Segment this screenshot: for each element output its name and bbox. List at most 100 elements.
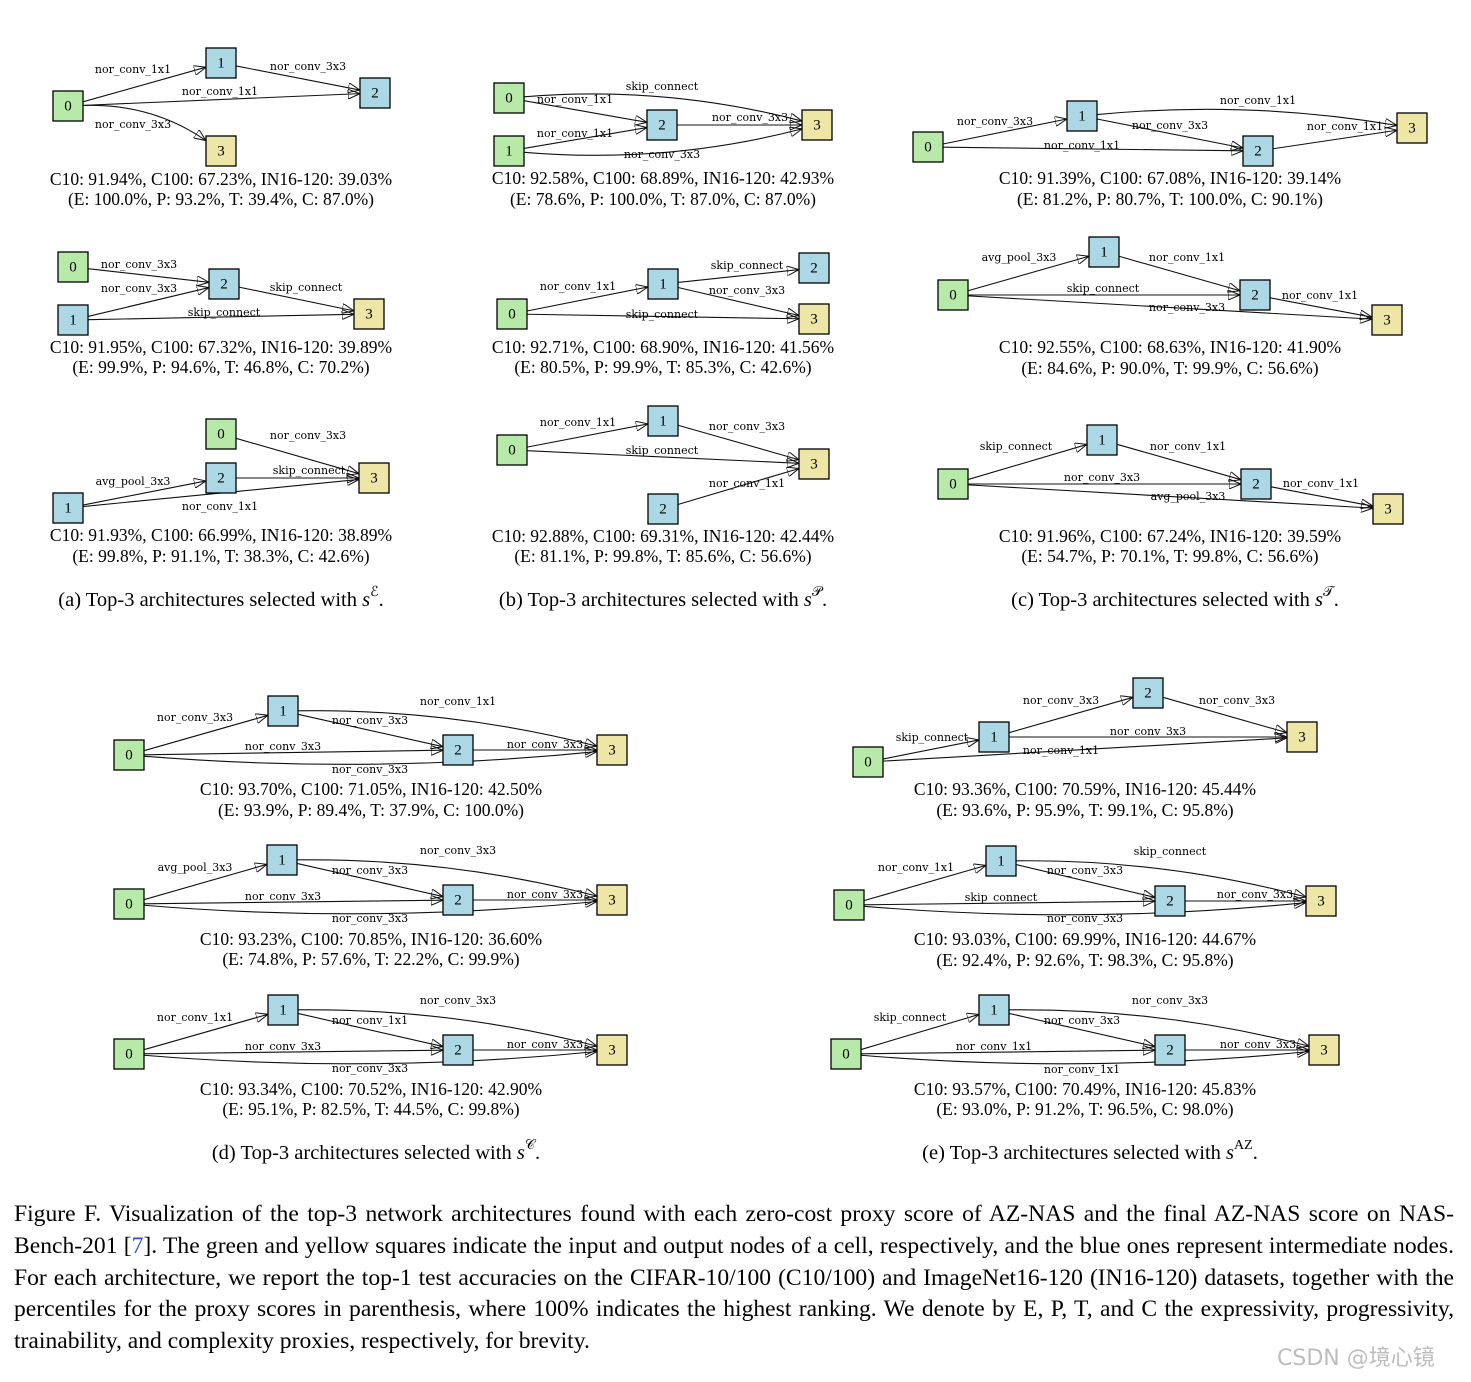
figure-caption-text: Figure F. Visualization of the top-3 net… [14, 1201, 1454, 1259]
intermediate-node [978, 721, 1010, 753]
percentile-text: (E: 81.1%, P: 99.8%, T: 85.6%, C: 56.6%) [514, 546, 811, 566]
edge-label: nor_conv_3x3 [1132, 994, 1208, 1007]
accuracy-text: C10: 91.93%, C100: 66.99%, IN16-120: 38.… [50, 525, 392, 545]
edge-arrow [967, 484, 1373, 508]
input-node [833, 889, 865, 921]
edge-arrow [1162, 696, 1287, 732]
edge-arrow [143, 1051, 597, 1065]
edge-arrow [677, 468, 799, 506]
node-label: 0 [508, 306, 516, 322]
subfigure-caption: (b) Top-3 architectures selected with s𝒫… [499, 585, 827, 610]
node-label: 2 [1251, 287, 1259, 303]
node-label: 3 [608, 1042, 616, 1058]
edge-label: nor_conv_3x3 [624, 148, 700, 161]
edge-label: nor_conv_3x3 [332, 864, 408, 877]
accuracy-text: C10: 91.94%, C100: 67.23%, IN16-120: 39.… [50, 169, 392, 189]
subfigure-caption: (d) Top-3 architectures selected with s𝒞… [212, 1138, 540, 1163]
subfigure-caption: (e) Top-3 architectures selected with sA… [922, 1138, 1258, 1163]
node-label: 3 [1384, 501, 1392, 517]
percentile-text: (E: 100.0%, P: 93.2%, T: 39.4%, C: 87.0%… [68, 189, 374, 209]
edge-arrow [87, 268, 209, 283]
edge-label: nor_conv_3x3 [507, 738, 583, 751]
node-label: 0 [125, 896, 133, 912]
node-label: 0 [125, 747, 133, 763]
node-label: 1 [279, 1002, 287, 1018]
edge-arrow [82, 67, 206, 103]
node-label: 1 [1098, 432, 1106, 448]
edge-label: nor_conv_3x3 [332, 763, 408, 776]
edge-label: nor_conv_3x3 [957, 115, 1033, 128]
subfigure-caption: (c) Top-3 architectures selected with s𝒯… [1011, 585, 1339, 610]
intermediate-node [267, 994, 299, 1026]
node-label: 0 [505, 90, 513, 106]
subfigure-caption: (a) Top-3 architectures selected with sℰ… [58, 585, 383, 610]
intermediate-node [208, 268, 240, 300]
edge-label: skip_connect [270, 281, 343, 294]
edge-label: nor_conv_1x1 [537, 127, 613, 140]
node-label: 0 [125, 1046, 133, 1062]
edge-label: nor_conv_1x1 [1149, 251, 1225, 264]
reference-link[interactable]: 7 [131, 1232, 144, 1259]
intermediate-node [52, 492, 84, 524]
node-label: 3 [1317, 893, 1325, 909]
edge-label: nor_conv_3x3 [332, 1062, 408, 1075]
intermediate-node [647, 268, 679, 300]
intermediate-node [1086, 424, 1118, 456]
edge-arrow [297, 1009, 597, 1046]
edge-arrow [967, 295, 1372, 319]
input-node [52, 90, 84, 122]
accuracy-text: C10: 92.88%, C100: 69.31%, IN16-120: 42.… [492, 526, 834, 546]
edge-label: nor_conv_3x3 [1220, 1038, 1296, 1051]
node-label: 2 [454, 742, 462, 758]
input-node [205, 418, 237, 450]
edge-label: skip_connect [965, 891, 1038, 904]
percentile-text: (E: 93.9%, P: 89.4%, T: 37.9%, C: 100.0%… [218, 800, 524, 820]
accuracy-text: C10: 93.70%, C100: 71.05%, IN16-120: 42.… [200, 779, 542, 799]
edge-arrow [967, 444, 1087, 481]
intermediate-node [442, 1034, 474, 1066]
node-label: 2 [217, 470, 225, 486]
intermediate-node [359, 77, 391, 109]
edge-label: skip_connect [896, 731, 969, 744]
input-node [937, 279, 969, 311]
node-label: 3 [608, 892, 616, 908]
edge-label: avg_pool_3x3 [96, 475, 171, 488]
edge-label: nor_conv_3x3 [1132, 119, 1208, 132]
edge-label: skip_connect [626, 308, 699, 321]
node-label: 0 [64, 98, 72, 114]
edge-arrow [235, 437, 359, 473]
node-label: 3 [1383, 312, 1391, 328]
node-label: 2 [659, 501, 667, 517]
architecture-cell: nor_conv_3x3avg_pool_3x3skip_connectnor_… [50, 418, 392, 566]
input-node [493, 135, 525, 167]
edge-arrow [677, 286, 799, 315]
edge-arrow [297, 713, 443, 746]
edge-arrow [238, 286, 354, 311]
edge-label: nor_conv_3x3 [1047, 912, 1123, 925]
node-label: 2 [1166, 1042, 1174, 1058]
intermediate-node [266, 844, 298, 876]
edge-arrow [863, 865, 986, 902]
intermediate-node [978, 994, 1010, 1026]
accuracy-text: C10: 93.03%, C100: 69.99%, IN16-120: 44.… [914, 929, 1256, 949]
edge-arrow [1096, 118, 1243, 148]
percentile-text: (E: 93.0%, P: 91.2%, T: 96.5%, C: 98.0%) [936, 1099, 1233, 1119]
node-label: 3 [217, 143, 225, 159]
percentile-text: (E: 92.4%, P: 92.6%, T: 98.3%, C: 95.8%) [936, 950, 1233, 970]
percentile-text: (E: 54.7%, P: 70.1%, T: 99.8%, C: 56.6%) [1021, 546, 1318, 566]
edge-label: nor_conv_3x3 [95, 118, 171, 131]
input-node [496, 434, 528, 466]
accuracy-text: C10: 92.55%, C100: 68.63%, IN16-120: 41.… [999, 337, 1341, 357]
edge-label: nor_conv_1x1 [1150, 440, 1226, 453]
intermediate-node [1242, 135, 1274, 167]
edge-arrow [297, 710, 597, 746]
edge-label: nor_conv_3x3 [270, 429, 346, 442]
node-label: 2 [1144, 685, 1152, 701]
output-node [801, 109, 833, 141]
edge-label: skip_connect [980, 440, 1053, 453]
output-node [798, 448, 830, 480]
intermediate-node [442, 884, 474, 916]
